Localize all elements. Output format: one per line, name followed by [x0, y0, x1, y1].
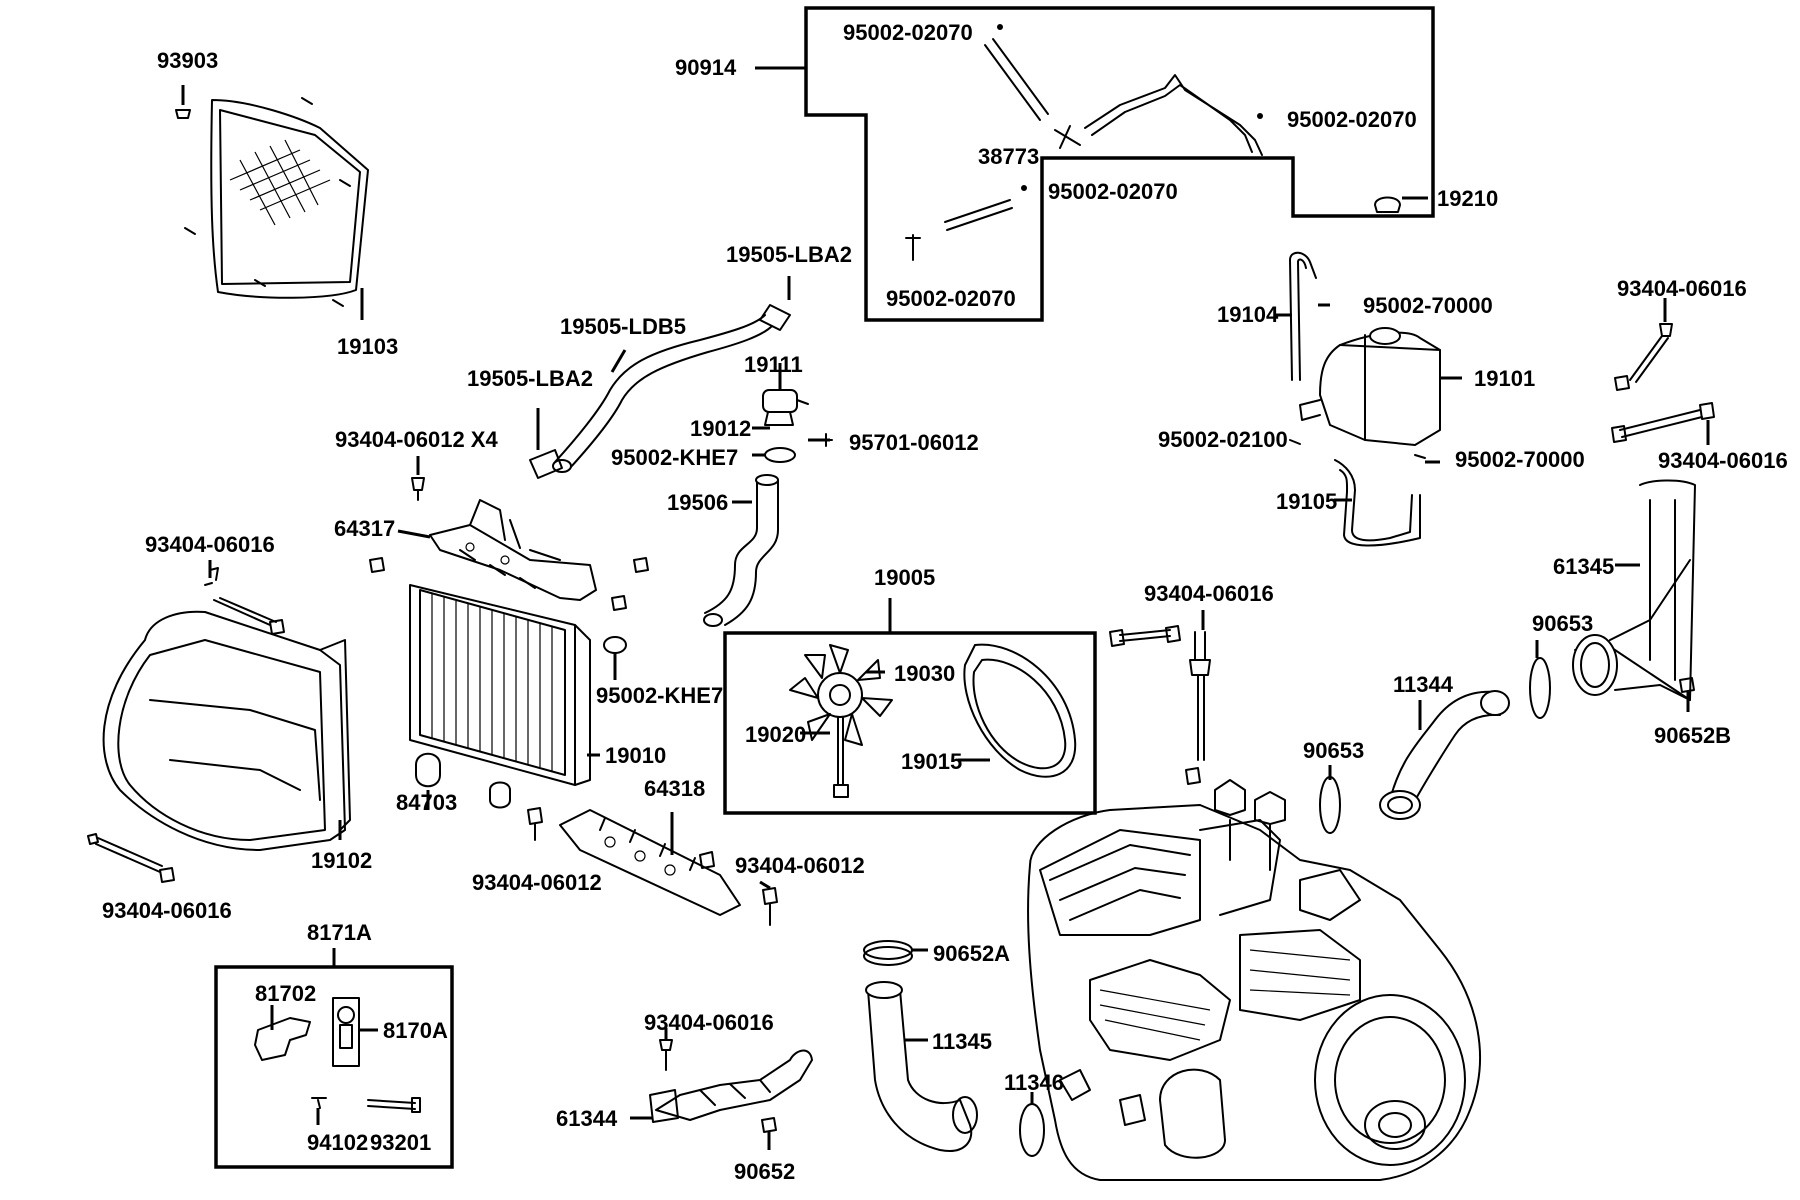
label-90652: 90652: [734, 1159, 795, 1184]
label-61344: 61344: [556, 1106, 618, 1131]
hose-kit-box-90914: [755, 6, 1435, 322]
radiator-screen-19103: [175, 85, 369, 320]
label-93404-06016-m: 93404-06016: [1144, 581, 1274, 606]
label-64318: 64318: [644, 776, 705, 801]
coolant-reservoir-19101: [1275, 196, 1462, 547]
label-90652b: 90652B: [1654, 723, 1731, 748]
label-90653-b: 90653: [1303, 738, 1364, 763]
label-95002-khe7-b: 95002-KHE7: [596, 683, 723, 708]
label-8171a: 8171A: [307, 920, 372, 945]
label-90914: 90914: [675, 55, 737, 80]
bolts-93404-06016-middle: [1109, 610, 1211, 785]
label-94102: 94102: [307, 1130, 368, 1155]
label-95002-02070-c: 95002-02070: [1048, 179, 1178, 204]
label-19104: 19104: [1217, 302, 1279, 327]
label-19015: 19015: [901, 749, 962, 774]
label-11345: 11345: [932, 1029, 992, 1054]
label-19012: 19012: [690, 416, 751, 441]
upper-hose-19505-ldb5: [529, 276, 791, 479]
label-64317: 64317: [334, 516, 395, 541]
bracket-64318: [559, 809, 778, 926]
bracket-64317: [369, 456, 649, 611]
label-38773: 38773: [978, 144, 1039, 169]
label-93404-06016-b: 93404-06016: [644, 1010, 774, 1035]
label-84703: 84703: [396, 790, 457, 815]
label-81702: 81702: [255, 981, 316, 1006]
label-93404-06016-tr2: 93404-06016: [1658, 448, 1788, 473]
label-61345: 61345: [1553, 554, 1614, 579]
label-11346: 11346: [1004, 1070, 1064, 1095]
label-19506: 19506: [667, 490, 728, 515]
label-19010: 19010: [605, 743, 666, 768]
label-93404-06012-b: 93404-06012: [735, 853, 865, 878]
label-95002-khe7-a: 95002-KHE7: [611, 445, 738, 470]
label-11344: 11344: [1393, 672, 1454, 697]
label-19101: 19101: [1474, 366, 1535, 391]
label-95002-02070-a: 95002-02070: [843, 20, 973, 45]
duct-61344: [630, 1028, 813, 1150]
radiator-19010: [409, 584, 627, 841]
label-95002-02070-b: 95002-02070: [1287, 107, 1417, 132]
label-19030: 19030: [894, 661, 955, 686]
label-19210: 19210: [1437, 186, 1498, 211]
fan-shroud-19102: [87, 560, 351, 883]
label-90652a: 90652A: [933, 941, 1010, 966]
label-19005: 19005: [874, 565, 935, 590]
label-19505-lba2-a: 19505-LBA2: [726, 242, 852, 267]
label-95701-06012: 95701-06012: [849, 430, 979, 455]
label-19505-ldb5: 19505-LDB5: [560, 314, 686, 339]
label-19020: 19020: [745, 722, 806, 747]
label-95002-70000-a: 95002-70000: [1363, 293, 1493, 318]
label-19102: 19102: [311, 848, 372, 873]
hose-11345: [863, 940, 1045, 1157]
thermostat-assembly: [703, 363, 833, 627]
label-95002-02070-d: 95002-02070: [886, 286, 1016, 311]
label-95002-02100: 95002-02100: [1158, 427, 1288, 452]
mount-kit-box-8171a: [214, 948, 454, 1169]
duct-61345-and-bolts: [1572, 298, 1715, 712]
hose-11344-and-clamps: [1319, 640, 1551, 834]
label-93404-06016-l: 93404-06016: [145, 532, 275, 557]
label-93903: 93903: [157, 48, 218, 73]
engine-assembly: [1027, 779, 1481, 1181]
label-19505-lba2-b: 19505-LBA2: [467, 366, 593, 391]
label-19105: 19105: [1276, 489, 1337, 514]
label-90653-a: 90653: [1532, 611, 1593, 636]
label-93404-06012-a: 93404-06012: [472, 870, 602, 895]
label-93404-06016-bl: 93404-06016: [102, 898, 232, 923]
fan-assembly-box-19005: [723, 598, 1097, 815]
label-93201: 93201: [370, 1130, 431, 1155]
label-8170a: 8170A: [383, 1018, 448, 1043]
label-19103: 19103: [337, 334, 398, 359]
label-95002-70000-b: 95002-70000: [1455, 447, 1585, 472]
label-19111: 19111: [744, 352, 803, 377]
label-93404-06012-x4: 93404-06012 X4: [335, 427, 498, 452]
label-93404-06016-tr: 93404-06016: [1617, 276, 1747, 301]
